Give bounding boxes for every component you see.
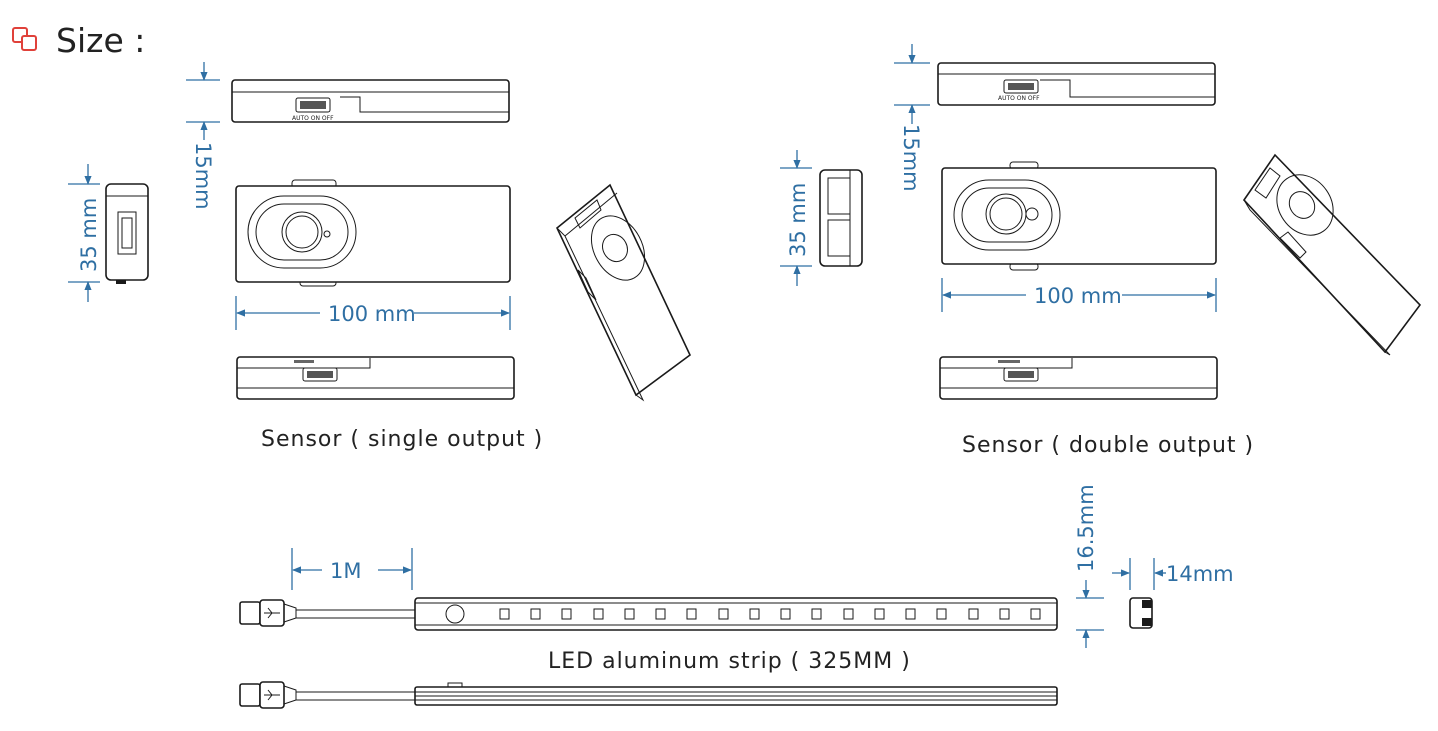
single-sensor-diagram: AUTO ON OFF 15mm 35 mm (68, 62, 692, 452)
led-strip-end-view (1129, 597, 1153, 629)
cable-length-label: 1M (330, 559, 361, 583)
double-switch-label: AUTO ON OFF (998, 95, 1040, 102)
single-length-dimension: 100 mm (235, 296, 511, 330)
header-icon (12, 27, 37, 51)
single-sensor-bottom-view (236, 356, 515, 400)
single-sensor-front-view (235, 179, 511, 287)
single-height-dimension: 15mm (186, 62, 220, 210)
strip-height-dimension: 16.5mm (1074, 484, 1104, 648)
single-height-label: 15mm (191, 142, 215, 210)
double-sensor-perspective-view (1242, 153, 1422, 356)
double-length-dimension: 100 mm (941, 278, 1217, 312)
single-width-label: 35 mm (77, 198, 101, 272)
double-sensor-diagram: AUTO ON OFF 15mm 35 mm (780, 44, 1422, 458)
double-sensor-top-view: AUTO ON OFF (937, 62, 1216, 106)
led-strip-diagram: 1M (239, 484, 1234, 709)
double-height-dimension: 15mm (894, 44, 930, 192)
usb-plug-bottom (239, 681, 297, 709)
double-sensor-bottom-view (939, 356, 1218, 400)
double-sensor-end-view (819, 169, 863, 267)
page-title: Size : (56, 21, 145, 60)
single-switch-label: AUTO ON OFF (292, 115, 334, 122)
double-width-dimension: 35 mm (780, 150, 812, 286)
single-sensor-top-view: AUTO ON OFF (231, 79, 510, 123)
double-length-label: 100 mm (1034, 284, 1122, 308)
led-strip-front-view (414, 597, 1058, 631)
single-sensor-end-view (105, 183, 149, 284)
double-sensor-front-view (941, 161, 1217, 271)
strip-width-label: 14mm (1166, 562, 1234, 586)
led-chips (499, 608, 1041, 620)
strip-height-label: 16.5mm (1074, 484, 1098, 572)
double-height-label: 15mm (899, 124, 923, 192)
single-sensor-perspective-view (556, 183, 692, 402)
single-sensor-caption: Sensor ( single output ) (261, 427, 543, 452)
single-width-dimension: 35 mm (68, 164, 101, 302)
strip-caption: LED aluminum strip ( 325MM ) (548, 649, 911, 674)
led-strip-side-view (414, 682, 1058, 706)
strip-width-dimension: 14mm (1112, 558, 1234, 590)
usb-plug-top (239, 599, 297, 627)
double-width-label: 35 mm (786, 183, 810, 257)
cable-length-dimension: 1M (291, 548, 413, 590)
double-sensor-caption: Sensor ( double output ) (962, 433, 1254, 458)
single-length-label: 100 mm (328, 302, 416, 326)
